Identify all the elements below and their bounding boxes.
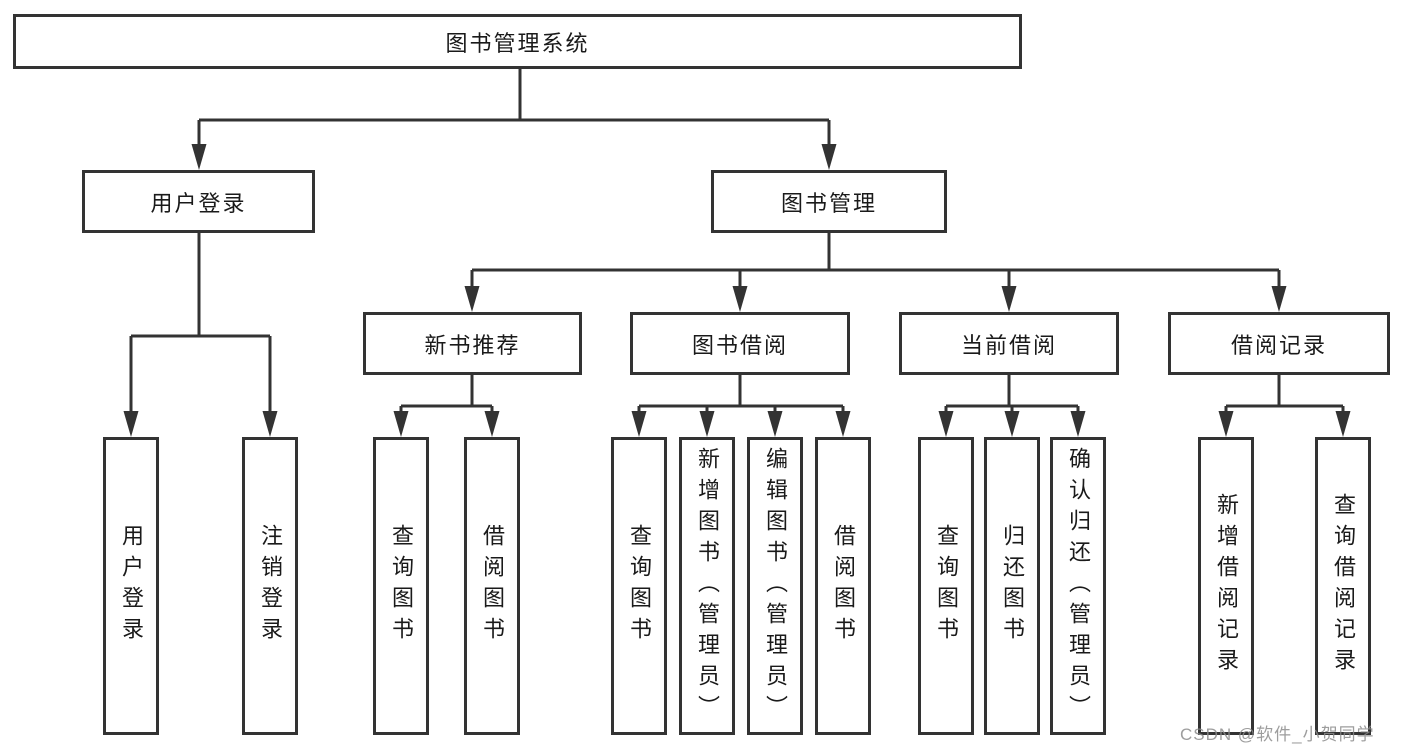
node-new-book-recommend: 新书推荐: [363, 312, 582, 375]
node-br-query-record-label: 查询借阅记录: [1331, 493, 1356, 679]
node-cb-confirm-return-admin: 确认归还（管理员）: [1050, 437, 1106, 735]
node-book-management-label: 图书管理: [780, 190, 877, 216]
node-book-borrowing-label: 图书借阅: [691, 332, 788, 358]
node-bb-borrow-books-label: 借阅图书: [831, 524, 856, 648]
node-current-borrowing: 当前借阅: [899, 312, 1119, 375]
node-bb-add-books-admin: 新增图书（管理员）: [679, 437, 735, 735]
node-nb-query-books-label: 查询图书: [389, 524, 414, 648]
node-new-book-recommend-label: 新书推荐: [424, 332, 521, 358]
node-leaf-user-login-label: 用户登录: [119, 524, 144, 648]
node-borrowing-records: 借阅记录: [1168, 312, 1390, 375]
csdn-watermark: CSDN @软件_小贺同学: [1180, 725, 1375, 744]
node-user-login-label: 用户登录: [150, 190, 247, 216]
node-root-label: 图书管理系统: [445, 30, 590, 56]
node-br-add-record: 新增借阅记录: [1198, 437, 1254, 735]
node-nb-borrow-books-label: 借阅图书: [480, 524, 505, 648]
node-leaf-logout: 注销登录: [242, 437, 298, 735]
node-bb-add-books-admin-label: 新增图书（管理员）: [695, 446, 720, 726]
node-book-borrowing: 图书借阅: [630, 312, 850, 375]
node-borrowing-records-label: 借阅记录: [1230, 332, 1327, 358]
node-cb-confirm-return-admin-label: 确认归还（管理员）: [1066, 446, 1091, 726]
node-nb-borrow-books: 借阅图书: [464, 437, 520, 735]
node-cb-return-books: 归还图书: [984, 437, 1040, 735]
node-br-add-record-label: 新增借阅记录: [1214, 493, 1239, 679]
node-cb-query-books: 查询图书: [918, 437, 974, 735]
node-leaf-logout-label: 注销登录: [258, 524, 283, 648]
node-bb-edit-books-admin: 编辑图书（管理员）: [747, 437, 803, 735]
node-cb-return-books-label: 归还图书: [1000, 524, 1025, 648]
node-br-query-record: 查询借阅记录: [1315, 437, 1371, 735]
node-bb-edit-books-admin-label: 编辑图书（管理员）: [763, 446, 788, 726]
node-leaf-user-login: 用户登录: [103, 437, 159, 735]
node-book-management: 图书管理: [711, 170, 947, 233]
node-bb-query-books: 查询图书: [611, 437, 667, 735]
node-user-login: 用户登录: [82, 170, 315, 233]
node-root: 图书管理系统: [13, 14, 1022, 69]
node-bb-query-books-label: 查询图书: [627, 524, 652, 648]
node-bb-borrow-books: 借阅图书: [815, 437, 871, 735]
node-current-borrowing-label: 当前借阅: [960, 332, 1057, 358]
node-nb-query-books: 查询图书: [373, 437, 429, 735]
node-cb-query-books-label: 查询图书: [934, 524, 959, 648]
